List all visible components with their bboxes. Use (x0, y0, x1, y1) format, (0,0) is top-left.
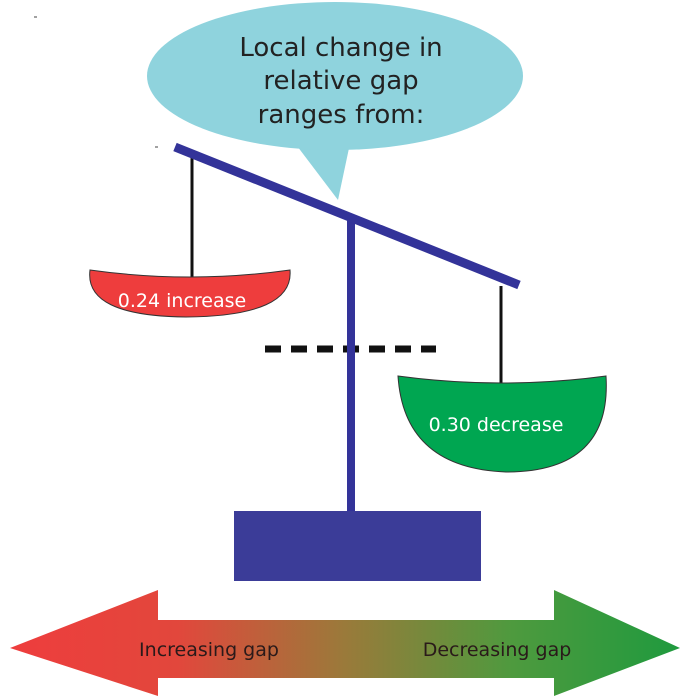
gap-direction-arrow: Increasing gap Decreasing gap (10, 590, 680, 696)
right-pan-shape (397, 375, 607, 473)
scale-beam (173, 142, 521, 290)
speech-bubble: Local change in relative gap ranges from… (147, 2, 523, 200)
double-arrow-shape (10, 590, 680, 696)
increasing-gap-label: Increasing gap (139, 639, 279, 661)
left-pan-label: 0.24 increase (118, 290, 246, 312)
right-pan: 0.30 decrease (397, 375, 607, 473)
decreasing-gap-label: Decreasing gap (423, 639, 572, 661)
speech-bubble-body (147, 2, 523, 150)
left-pan: 0.24 increase (89, 269, 291, 318)
scale-base (234, 511, 481, 581)
speech-bubble-shape (288, 134, 352, 200)
scale-post (347, 218, 355, 513)
bubble-line-2: relative gap (263, 66, 418, 96)
left-pan-shape (89, 269, 291, 318)
right-pan-label: 0.30 decrease (429, 414, 564, 436)
bubble-line-1: Local change in (239, 33, 442, 63)
bubble-line-3: ranges from: (258, 100, 425, 130)
